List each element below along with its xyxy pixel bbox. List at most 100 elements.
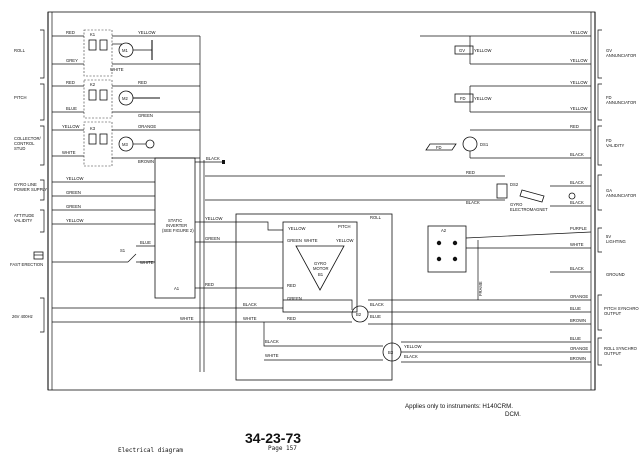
label-lt-white: WHITE xyxy=(570,242,584,247)
b3-label: B3 xyxy=(388,350,394,355)
wire-label-inv-black: BLACK xyxy=(206,156,220,161)
label-gyro-power-l2: POWER SUPPLY xyxy=(14,187,47,192)
label-ga: GA ANNUNCIATOR xyxy=(606,188,636,198)
gyro-power-wires: YELLOW GREEN GREEN YELLOW xyxy=(52,176,155,225)
gyro-em-label-l2: ELECTROMAGNET xyxy=(510,207,548,212)
label-lighting: 5V LIGHTING xyxy=(606,234,626,244)
label-gv-yellow-1: YELLOW xyxy=(570,30,588,35)
label-fd-yellow-2: YELLOW xyxy=(570,106,588,111)
gv-flag-icon xyxy=(454,45,474,55)
pb-label-yellow: YELLOW xyxy=(288,226,306,231)
ds2-lamp xyxy=(496,183,508,199)
label-fd-l1: FD xyxy=(606,95,612,100)
label-attitude-l2: VALIDITY xyxy=(14,218,33,223)
pitch-block-box xyxy=(282,221,358,313)
gyro-motor-triangle xyxy=(295,245,345,291)
wire-label-s1-white: WHITE xyxy=(140,260,154,265)
label-b2-black: BLACK xyxy=(370,302,384,307)
wire-label-gp-green: GREEN xyxy=(66,190,81,195)
k2-coil-b xyxy=(99,89,108,101)
page-ref: Page 157 xyxy=(268,445,297,452)
doc-number: 34-23-73 xyxy=(245,430,302,446)
k2-label: K2 xyxy=(90,82,96,87)
label-gv-yellow-mid: YELLOW xyxy=(474,48,492,53)
pb-wire-yellow xyxy=(240,221,283,231)
label-fd-l2: ANNUNCIATOR xyxy=(606,100,636,105)
m3-label: M3 xyxy=(122,142,128,147)
diagram-frame xyxy=(47,11,596,391)
m2-dashed-box xyxy=(83,79,113,119)
label-rs-l2: OUTPUT xyxy=(604,351,622,356)
label-b2-blue: BLUE xyxy=(370,314,381,319)
label-fd-validity: FD VALIDITY xyxy=(606,138,625,148)
label-ac-input: 26V 400Hz xyxy=(12,314,33,319)
wire-label-red: RED xyxy=(66,30,75,35)
fd-indicator-text: FD xyxy=(436,145,442,150)
ds1-fd-validity: RED DS1 FD BLACK xyxy=(425,124,591,159)
m2-group: RED BLUE K2 M2 RED GREEN xyxy=(52,79,200,119)
wire-label-out-red: RED xyxy=(205,282,214,287)
rb-label-black: BLACK xyxy=(243,302,257,307)
rb-label-red-2: RED xyxy=(287,316,296,321)
label-collector-l3: STUD xyxy=(14,146,25,151)
label-ps-brown: BROWN xyxy=(570,318,586,323)
wire-label-out-yellow: YELLOW xyxy=(205,216,223,221)
rb-label-white-2: WHITE xyxy=(265,353,279,358)
fast-erection-button-icon xyxy=(33,251,44,260)
label-rs-blue: BLUE xyxy=(570,336,581,341)
pitch-block-label: PITCH xyxy=(338,224,351,229)
fd-flag-text: FD xyxy=(460,96,466,101)
roll-block-box xyxy=(235,213,393,381)
s1-label: S1 xyxy=(120,248,126,253)
wire-label-att-green: GREEN xyxy=(66,204,81,209)
rb-wire-green xyxy=(283,299,353,310)
roll-block: ROLL PITCH YELLOW GREEN WHITE YELLOW GYR… xyxy=(200,213,402,381)
ds2-label: DS2 xyxy=(510,182,519,187)
label-ground: GROUND xyxy=(606,272,625,277)
k3-coil-b xyxy=(99,133,108,145)
a1-label: A1 xyxy=(174,286,180,291)
right-bracket-marks xyxy=(597,29,602,366)
wire-label-m2-blue: BLUE xyxy=(66,106,77,111)
wire-label-m3-yellow: YELLOW xyxy=(62,124,80,129)
rb-label-black-2: BLACK xyxy=(265,339,279,344)
a2-box xyxy=(427,225,467,273)
label-rs-orange: ORANGE xyxy=(570,346,588,351)
label-fast-erection: FAST ERECTION xyxy=(10,262,43,267)
label-ga-red: RED xyxy=(466,170,475,175)
ds2-ga-annunciator: RED BLACK DS2 GYRO ELECTROMAGNET BLACK B… xyxy=(205,170,591,212)
label-ps-blue: BLUE xyxy=(570,306,581,311)
label-fdv-l1: FD xyxy=(606,138,612,143)
label-gv-l2: ANNUNCIATOR xyxy=(606,53,636,58)
roll-block-label: ROLL xyxy=(370,215,382,220)
wire-label-out-green: GREEN xyxy=(205,236,220,241)
rb-wire-black-2 xyxy=(263,322,383,347)
wire-label-grey: GREY xyxy=(66,58,78,63)
label-ps-orange: ORANGE xyxy=(570,294,588,299)
label-b3-yellow: YELLOW xyxy=(404,344,422,349)
a2-lamp-1 xyxy=(436,240,442,246)
inverter-label-l2: INVERTER xyxy=(166,223,187,228)
wire-label-m3-orange: ORANGE xyxy=(138,124,156,129)
label-fd: FD ANNUNCIATOR xyxy=(606,95,636,105)
label-gv-l1: GV xyxy=(606,48,612,53)
a2-lamp-3 xyxy=(436,256,442,262)
label-ps-l1: PITCH SYNCHRO xyxy=(604,306,639,311)
label-pitch: PITCH xyxy=(14,95,27,100)
m3-group: YELLOW WHITE K3 M3 ORANGE BROWN xyxy=(52,121,200,167)
label-fd-yellow-1: YELLOW xyxy=(570,80,588,85)
label-rs-l1: ROLL SYNCHRO xyxy=(604,346,638,351)
pb-label-yellow-2: YELLOW xyxy=(336,238,354,243)
m1-group: RED GREY K1 M1 YELLOW WHITE xyxy=(52,29,200,77)
label-fdv-l2: VALIDITY xyxy=(606,143,625,148)
wire-label-m2-green: GREEN xyxy=(138,113,153,118)
footer-note-model: DCM. xyxy=(505,411,521,418)
gyro-em-label-l1: GYRO xyxy=(510,202,523,207)
s1-switch-arm xyxy=(127,253,137,263)
wire-label-att-yellow: YELLOW xyxy=(66,218,84,223)
rb-label-green: GREEN xyxy=(287,296,302,301)
m1-label: M1 xyxy=(122,48,128,53)
label-ga-black: BLACK xyxy=(466,200,480,205)
label-rs-brown: BROWN xyxy=(570,356,586,361)
label-ga-black-2: BLACK xyxy=(570,200,584,205)
